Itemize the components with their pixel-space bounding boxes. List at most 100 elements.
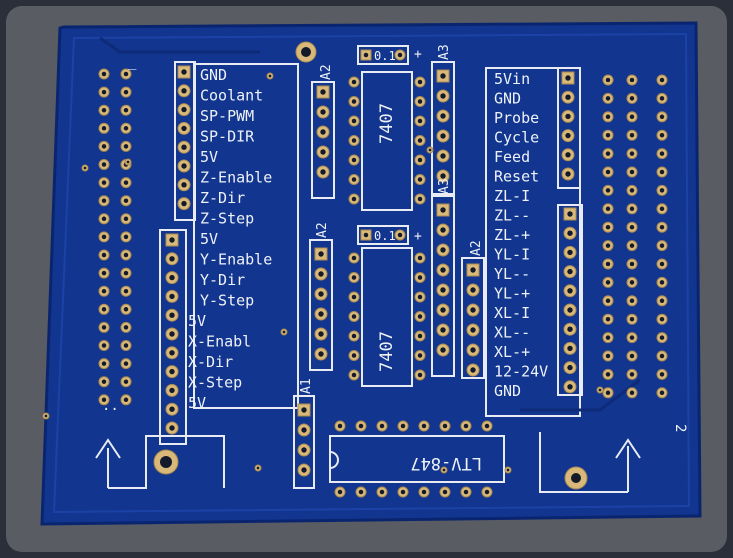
pad-hole [629, 261, 635, 267]
cap-upper-label: 0.1 [374, 49, 396, 63]
pad-hole [605, 77, 611, 83]
pad-hole [565, 94, 571, 100]
right-pin-label: YL-+ [494, 285, 530, 303]
pad-hole [363, 52, 369, 58]
conn-a3-lower-outline [431, 195, 455, 377]
pad-hole [567, 384, 573, 390]
pad-hole [181, 182, 187, 188]
left-pin-label: X-Step [188, 374, 242, 392]
pad-hole [123, 307, 129, 312]
pad-hole [101, 126, 107, 131]
pad-hole [440, 287, 446, 293]
pad-hole [659, 261, 665, 267]
left-pin-label: Y-Enable [200, 251, 272, 269]
pad-hole [605, 390, 611, 396]
pad-hole [169, 293, 175, 300]
pad-hole [169, 274, 175, 281]
pad-hole [565, 113, 571, 120]
pad-hole [320, 149, 326, 155]
pad-hole [605, 96, 611, 101]
pad-hole [181, 88, 187, 94]
pad-hole [659, 206, 665, 212]
pad-hole [442, 468, 446, 472]
conn-a1-outline [293, 395, 315, 489]
pad-hole [101, 89, 107, 95]
pad-hole [659, 96, 665, 101]
pad-hole [629, 280, 635, 285]
pad-hole [101, 198, 107, 203]
left-header-lower [159, 229, 187, 445]
pad-hole [379, 489, 385, 495]
pad-hole [318, 351, 324, 357]
pad-hole [567, 249, 573, 256]
pad-hole [351, 333, 357, 339]
pad-hole [123, 379, 129, 384]
pad-hole [659, 151, 665, 156]
pad-hole [123, 252, 129, 258]
chip-7407-upper-outline [361, 71, 413, 211]
left-pin-label: SP-PWM [200, 107, 254, 125]
pad-hole [565, 171, 571, 177]
pad-hole [428, 148, 432, 152]
pad-hole [421, 489, 427, 495]
pad-hole [440, 307, 446, 313]
right-pin-label: 12-24V [494, 363, 548, 381]
pad-hole [463, 423, 469, 429]
pad-hole [629, 243, 635, 248]
right-pin-label: ZL-I [494, 187, 530, 205]
pad-hole [442, 489, 448, 495]
pad-hole [659, 353, 665, 359]
right-pin-label: XL-+ [494, 343, 530, 361]
pad-hole [605, 243, 611, 248]
pad-hole [417, 79, 423, 85]
pad-hole [123, 288, 129, 294]
pad-hole [659, 224, 665, 230]
pad-hole [629, 206, 635, 212]
pad-hole [358, 489, 364, 495]
pad-hole [123, 216, 129, 222]
right-pin-label: GND [494, 382, 521, 400]
pad-hole [351, 372, 357, 378]
pad-hole [320, 89, 326, 95]
pad-hole [123, 325, 129, 330]
pad-hole [484, 423, 490, 429]
pad-hole [400, 423, 406, 429]
pad-hole [417, 372, 423, 378]
pad-hole [629, 372, 635, 377]
mount-hole-bottom-left-inner [160, 456, 172, 468]
pad-hole [123, 343, 129, 348]
pad-hole [320, 109, 326, 115]
pad-hole [605, 353, 611, 359]
pad-hole [440, 267, 446, 273]
pad-hole [605, 132, 611, 138]
pad-hole [101, 343, 107, 348]
pad-hole [101, 144, 107, 149]
pad-hole [659, 243, 665, 248]
pad-hole [605, 114, 611, 120]
pad-hole [605, 206, 611, 212]
pad-hole [629, 316, 635, 322]
pad-hole [169, 387, 175, 394]
chip-ltv847-notch [329, 451, 339, 469]
pad-hole [337, 423, 343, 429]
pad-hole [440, 113, 446, 119]
pad-hole [605, 372, 611, 377]
pad-hole [440, 73, 446, 79]
pad-hole [123, 270, 129, 276]
pad-hole [629, 390, 635, 396]
corner-label-bottom-left: .. [102, 398, 119, 414]
right-header-upper [557, 67, 581, 189]
pad-hole [567, 345, 573, 352]
chip-7407-lower-label: 7407 [377, 331, 397, 372]
pad-hole [181, 106, 187, 113]
pad-hole [320, 169, 326, 175]
pad-hole [397, 232, 403, 238]
pad-hole [351, 294, 357, 300]
pad-hole [351, 138, 357, 143]
right-pin-label: Reset [494, 168, 539, 186]
pad-hole [440, 247, 446, 253]
chip-ltv847-outline [329, 435, 505, 483]
pad-hole [351, 79, 357, 85]
pad-hole [101, 361, 107, 366]
